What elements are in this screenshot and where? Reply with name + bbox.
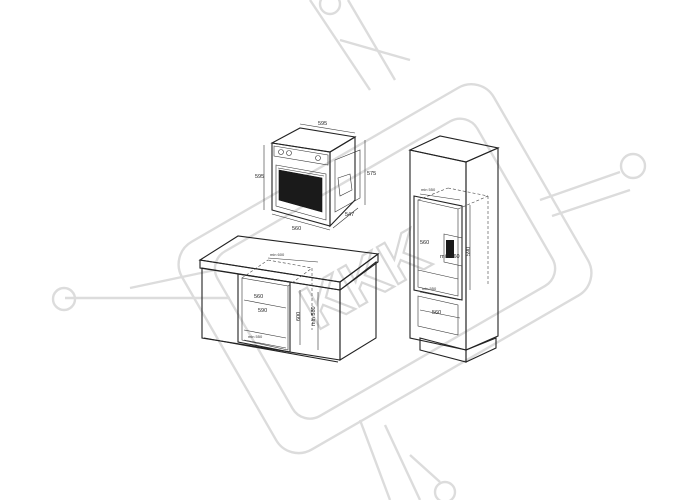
oven-control-panel: [273, 145, 329, 166]
niche-depth-line: [241, 259, 269, 279]
tall-niche-back: [447, 187, 489, 197]
watermark-line: [409, 454, 441, 483]
tall-niche-depth: [417, 187, 449, 201]
uc-depth-label: min 550: [248, 334, 263, 339]
tall-inner-label: min 460: [440, 254, 460, 260]
uc-top-dim-line: [267, 257, 319, 263]
oven-cutout-label: 560: [292, 226, 301, 232]
tall-niche: [413, 195, 463, 301]
tall-top-note: min 550: [421, 187, 436, 192]
countertop-side: [339, 252, 379, 292]
oven-side-label: 547: [345, 212, 354, 218]
cabinet-niche-inner: [241, 277, 289, 351]
tall-side-dim-line: [419, 291, 461, 301]
watermark-line: [358, 419, 392, 500]
oven-door: [275, 164, 327, 221]
tall-cabinet: min 550 560 590 min 460 min 550 560: [408, 135, 500, 363]
oven-bottom-dim-line: [271, 213, 331, 231]
uc-height-label: 600: [296, 312, 302, 321]
watermark-line: [309, 0, 371, 91]
watermark-node: [51, 286, 77, 312]
niche-shelf-line: [243, 329, 287, 339]
niche-back-line: [267, 259, 313, 269]
cabinet-niche: [237, 273, 291, 353]
under-counter-cabinet: min 600 560 590 600 min 580 min 550: [198, 235, 380, 363]
tall-shelf-line: [417, 269, 459, 280]
oven-side: [329, 136, 356, 228]
oven-knob-icon: [286, 150, 292, 156]
tall-inner-box: [443, 233, 463, 267]
uc-depth-dim-line: [243, 339, 287, 349]
oven-height-label: 595: [255, 174, 264, 180]
oven-width-dim-line: [299, 123, 356, 134]
watermark-inner-frame: [213, 117, 557, 420]
cabinet-side: [339, 260, 377, 361]
oven-top: [270, 127, 357, 153]
watermark-line: [339, 38, 411, 62]
uc-top-note: min 600: [270, 252, 285, 257]
watermark-line: [551, 188, 631, 218]
watermark-node: [433, 480, 457, 500]
tall-niche-width-label: 560: [420, 240, 429, 246]
tall-side: [465, 147, 499, 351]
watermark-line: [383, 424, 422, 500]
oven-depth-label: 575: [367, 171, 376, 177]
tall-top-dim-line: [419, 193, 461, 201]
oven-handle: [277, 167, 325, 177]
oven-knob-icon: [315, 155, 321, 161]
oven-drawing: 595 595 575 560 547: [255, 121, 376, 232]
cabinet-plinth: [203, 337, 339, 363]
niche-shelf-line: [243, 299, 287, 309]
tall-side-label: min 550: [422, 286, 437, 291]
tall-niche-height-label: 590: [466, 247, 472, 256]
tall-socket: [446, 240, 454, 258]
watermark-line: [346, 0, 397, 81]
uc-width-label: 560: [254, 294, 263, 300]
oven-width-label: 595: [318, 121, 327, 127]
tall-lower-niche: [417, 295, 459, 336]
watermark-node: [619, 152, 647, 180]
oven-rear-box: [334, 149, 361, 213]
tall-bottom-label: 560: [432, 310, 441, 316]
oven-window: [278, 169, 323, 213]
oven-side-dim-line: [332, 207, 359, 229]
tall-niche-depth: [457, 195, 489, 210]
niche-depth-line: [287, 267, 313, 287]
watermark-node: [318, 0, 342, 16]
watermark-line: [539, 170, 621, 202]
oven-rear-detail: [337, 173, 353, 197]
uc-side-label: min 580: [311, 306, 317, 326]
tall-plinth-side: [465, 337, 497, 363]
oven-knob-icon: [278, 149, 284, 155]
tall-bottom-dim-line: [419, 309, 461, 319]
uc-vent-label: 590: [258, 308, 267, 314]
watermark-line: [129, 268, 216, 290]
tall-niche-inner: [417, 199, 459, 297]
